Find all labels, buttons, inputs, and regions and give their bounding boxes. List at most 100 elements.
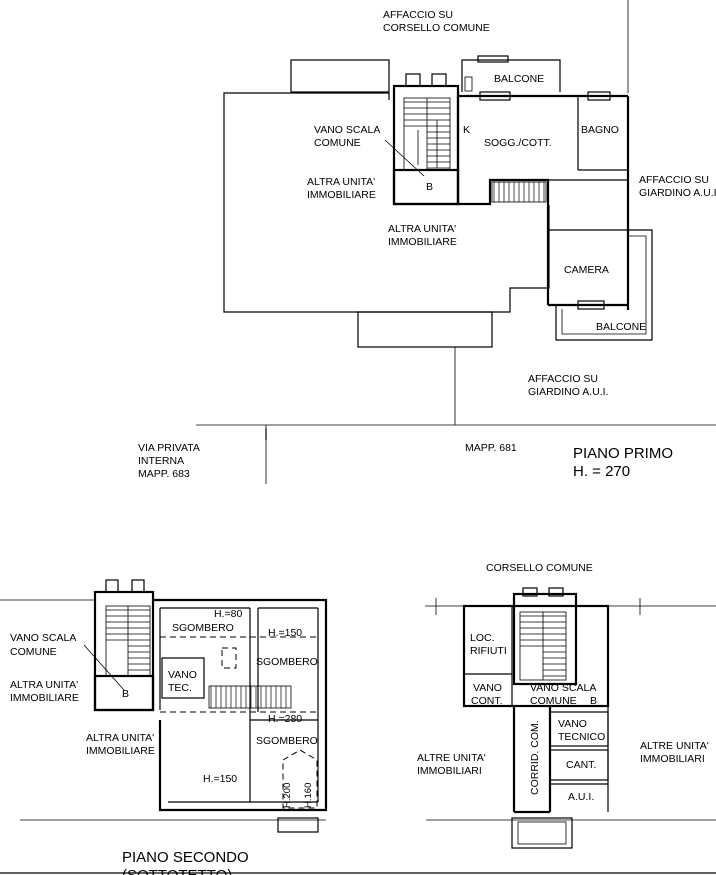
loc-rifiuti-label: LOC.	[470, 632, 495, 644]
stair-steps	[106, 609, 150, 671]
piano-terra-plan	[425, 587, 716, 849]
leader-line	[384, 139, 425, 177]
sgombero-label: SGOMBERO	[256, 656, 318, 668]
balcone-bottom-inner	[561, 235, 647, 335]
vano-scala-label: COMUNE	[10, 646, 57, 658]
stair-steps-attic	[210, 686, 287, 708]
balcony-fixture	[464, 76, 473, 92]
b-label: B	[122, 688, 129, 700]
h150-label: H.=150	[268, 627, 302, 639]
k-label: K	[463, 124, 470, 136]
front-step-inner	[517, 821, 567, 845]
vano-tec-label: TEC.	[168, 682, 192, 694]
altre-unita-label: IMMOBILIARI	[417, 765, 482, 777]
via-privata-label: VIA PRIVATA	[138, 442, 200, 454]
vano-scala-label: VANO SCALA	[530, 682, 596, 694]
affaccio-giardino-label: AFFACCIO SU	[528, 373, 598, 385]
corrid-label: CORRID. COM.	[529, 720, 541, 795]
balcone-label: BALCONE	[596, 321, 646, 333]
sgombero-label: SGOMBERO	[256, 735, 318, 747]
vano-scala-label: COMUNE	[314, 137, 361, 149]
chimney	[221, 647, 237, 669]
affaccio-giardino-label: GIARDINO A.U.I.	[528, 386, 609, 398]
piano-primo-plan	[223, 0, 653, 425]
vent	[431, 73, 447, 87]
soggiorno-label: SOGG./COTT.	[484, 137, 552, 149]
roof-projection	[290, 59, 390, 93]
window	[479, 91, 511, 101]
altra-unita-label: ALTRA UNITA'	[307, 176, 375, 188]
ground-outline	[462, 604, 610, 708]
h80-label: H.=80	[214, 608, 242, 620]
h160-label: H.160	[303, 783, 314, 808]
window	[587, 91, 611, 101]
planter	[477, 55, 509, 63]
sgombero-label: SGOMBERO	[172, 622, 234, 634]
altre-unita-label: ALTRE UNITA'	[640, 740, 709, 752]
front-projection	[357, 311, 493, 348]
mapp-683-label: MAPP. 683	[138, 468, 190, 480]
altre-unita-label: ALTRE UNITA'	[417, 752, 486, 764]
camera-label: CAMERA	[564, 264, 609, 276]
altra-unita-label: IMMOBILIARE	[307, 189, 376, 201]
balcone-top	[461, 59, 561, 92]
altra-unita-label: ALTRA UNITA'	[388, 223, 456, 235]
altra-unita-label: IMMOBILIARE	[10, 692, 79, 704]
vano-scala-label: VANO SCALA	[10, 632, 76, 644]
b-label: B	[426, 181, 433, 193]
piano-secondo-title: PIANO SECONDO	[122, 849, 249, 866]
site-boundaries	[196, 424, 716, 484]
vent	[105, 579, 119, 593]
piano-secondo-subtitle: (SOTTOTETTO)	[122, 867, 232, 875]
piano-secondo-plan	[0, 579, 328, 833]
affaccio-giardino-label: AFFACCIO SU	[639, 174, 709, 186]
altra-unita-label: IMMOBILIARE	[86, 745, 155, 757]
b-label: B	[590, 695, 597, 707]
h150-label: H.=150	[203, 773, 237, 785]
unit-wall	[456, 96, 550, 206]
stair-steps	[404, 101, 450, 169]
vent	[405, 73, 421, 87]
aui-label: A.U.I.	[568, 791, 594, 803]
attic-outline	[153, 598, 328, 812]
front-step	[511, 817, 573, 849]
cant-label: CANT.	[566, 759, 596, 771]
vano-cont-label: CONT.	[471, 695, 503, 707]
vano-scala-label: COMUNE	[530, 695, 577, 707]
corsello-label: CORSELLO COMUNE	[486, 562, 593, 574]
landing	[93, 674, 155, 712]
window	[577, 300, 605, 310]
vano-scala-label: VANO SCALA	[314, 124, 380, 136]
vent	[522, 587, 538, 597]
altra-unita-label: IMMOBILIARE	[388, 236, 457, 248]
h280-label: H.=280	[268, 713, 302, 725]
balcone-label: BALCONE	[494, 73, 544, 85]
stair-steps	[520, 615, 566, 677]
internal-stair	[491, 181, 547, 203]
affaccio-corsello-label: AFFACCIO SU	[383, 9, 453, 21]
vano-cont-label: VANO	[473, 682, 502, 694]
vano-tecnico-label: VANO	[558, 718, 587, 730]
altra-unita-label: ALTRA UNITA'	[86, 732, 154, 744]
stair-steps-internal	[493, 182, 545, 202]
balcone-bottom	[555, 229, 653, 341]
affaccio-corsello-label: CORSELLO COMUNE	[383, 22, 490, 34]
building-outline	[223, 92, 550, 313]
via-privata-label: INTERNA	[138, 455, 184, 467]
dormer-window	[277, 817, 319, 833]
dormer	[282, 749, 318, 809]
stair-core	[512, 592, 578, 686]
altre-unita-label: IMMOBILIARI	[640, 753, 705, 765]
mapp-681-label: MAPP. 681	[465, 442, 517, 454]
attic-stair	[208, 685, 292, 709]
vano-tec-label: VANO	[168, 669, 197, 681]
piano-primo-title: PIANO PRIMO	[573, 445, 673, 462]
leader-line	[83, 644, 125, 691]
loc-rifiuti-label: RIFIUTI	[470, 645, 507, 657]
vano-tec-room	[161, 657, 205, 699]
vent	[548, 587, 564, 597]
vent	[131, 579, 145, 593]
bagno-label: BAGNO	[581, 124, 619, 136]
piano-primo-height: H. = 270	[573, 463, 630, 480]
